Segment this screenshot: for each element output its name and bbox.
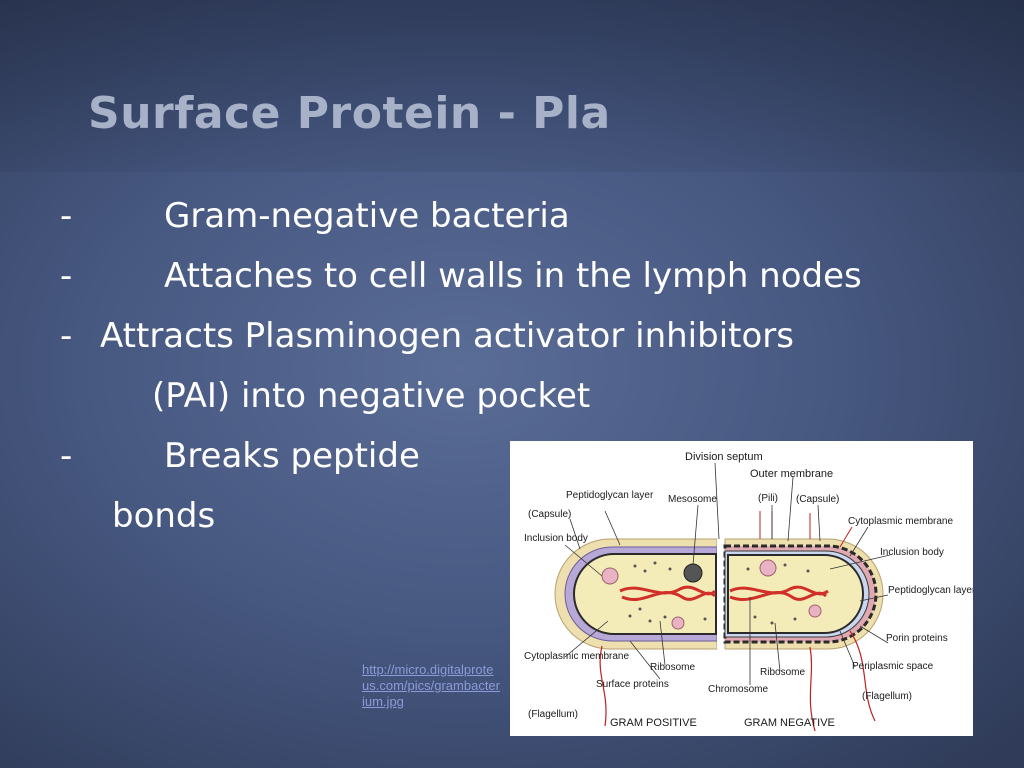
- bullet-marker: -: [60, 316, 73, 356]
- bullet-marker: -: [60, 196, 73, 236]
- bullet-text: Attracts Plasminogen activator inhibitor…: [100, 316, 794, 356]
- label-periplasmic-space: Periplasmic space: [852, 661, 934, 672]
- bullet-4-continuation: bonds: [112, 496, 216, 536]
- gram-bacterium-diagram: Division septum Outer membrane Peptidogl…: [510, 441, 973, 736]
- bullet-marker: -: [60, 436, 73, 476]
- bullet-3-continuation: (PAI) into negative pocket: [152, 376, 591, 416]
- label-cytoplasmic-membrane-left: Cytoplasmic membrane: [524, 651, 629, 662]
- label-flagellum-right: (Flagellum): [862, 691, 912, 702]
- label-ribosome-right: Ribosome: [760, 667, 805, 678]
- label-ribosome-left: Ribosome: [650, 662, 695, 673]
- mesosome-shape: [683, 563, 703, 583]
- chromosome-right: [729, 585, 829, 601]
- label-outer-membrane: Outer membrane: [750, 468, 833, 480]
- image-source-link[interactable]: http://micro.digitalproteus.com/pics/gra…: [362, 662, 500, 709]
- label-capsule-right: (Capsule): [796, 494, 839, 505]
- title-band: [0, 0, 1024, 172]
- label-pili: (Pili): [758, 493, 778, 504]
- bullet-text: Breaks peptide: [164, 436, 420, 476]
- slide-title: Surface Protein - Pla: [88, 88, 611, 139]
- cytoplasm-right-shape: [727, 554, 864, 634]
- label-division-septum: Division septum: [685, 451, 763, 463]
- label-porin-proteins: Porin proteins: [886, 633, 948, 644]
- bullet-text: Gram-negative bacteria: [164, 196, 570, 236]
- label-flagellum-left: (Flagellum): [528, 709, 578, 720]
- label-mesosome: Mesosome: [668, 494, 717, 505]
- label-cytoplasmic-membrane-right: Cytoplasmic membrane: [848, 516, 953, 527]
- label-surface-proteins: Surface proteins: [596, 679, 669, 690]
- label-inclusion-body-left: Inclusion body: [524, 533, 588, 544]
- label-capsule-left: (Capsule): [528, 509, 571, 520]
- label-peptidoglycan-left: Peptidoglycan layer: [566, 490, 654, 501]
- label-peptidoglycan-right: Peptidoglycan layer: [888, 585, 973, 596]
- bullet-marker: -: [60, 256, 73, 296]
- label-chromosome: Chromosome: [708, 684, 768, 695]
- label-inclusion-body-right: Inclusion body: [880, 547, 944, 558]
- bullet-text: Attaches to cell walls in the lymph node…: [164, 256, 862, 296]
- label-gram-positive: GRAM POSITIVE: [610, 717, 697, 729]
- label-gram-negative: GRAM NEGATIVE: [744, 717, 835, 729]
- chromosome-left: [619, 585, 717, 601]
